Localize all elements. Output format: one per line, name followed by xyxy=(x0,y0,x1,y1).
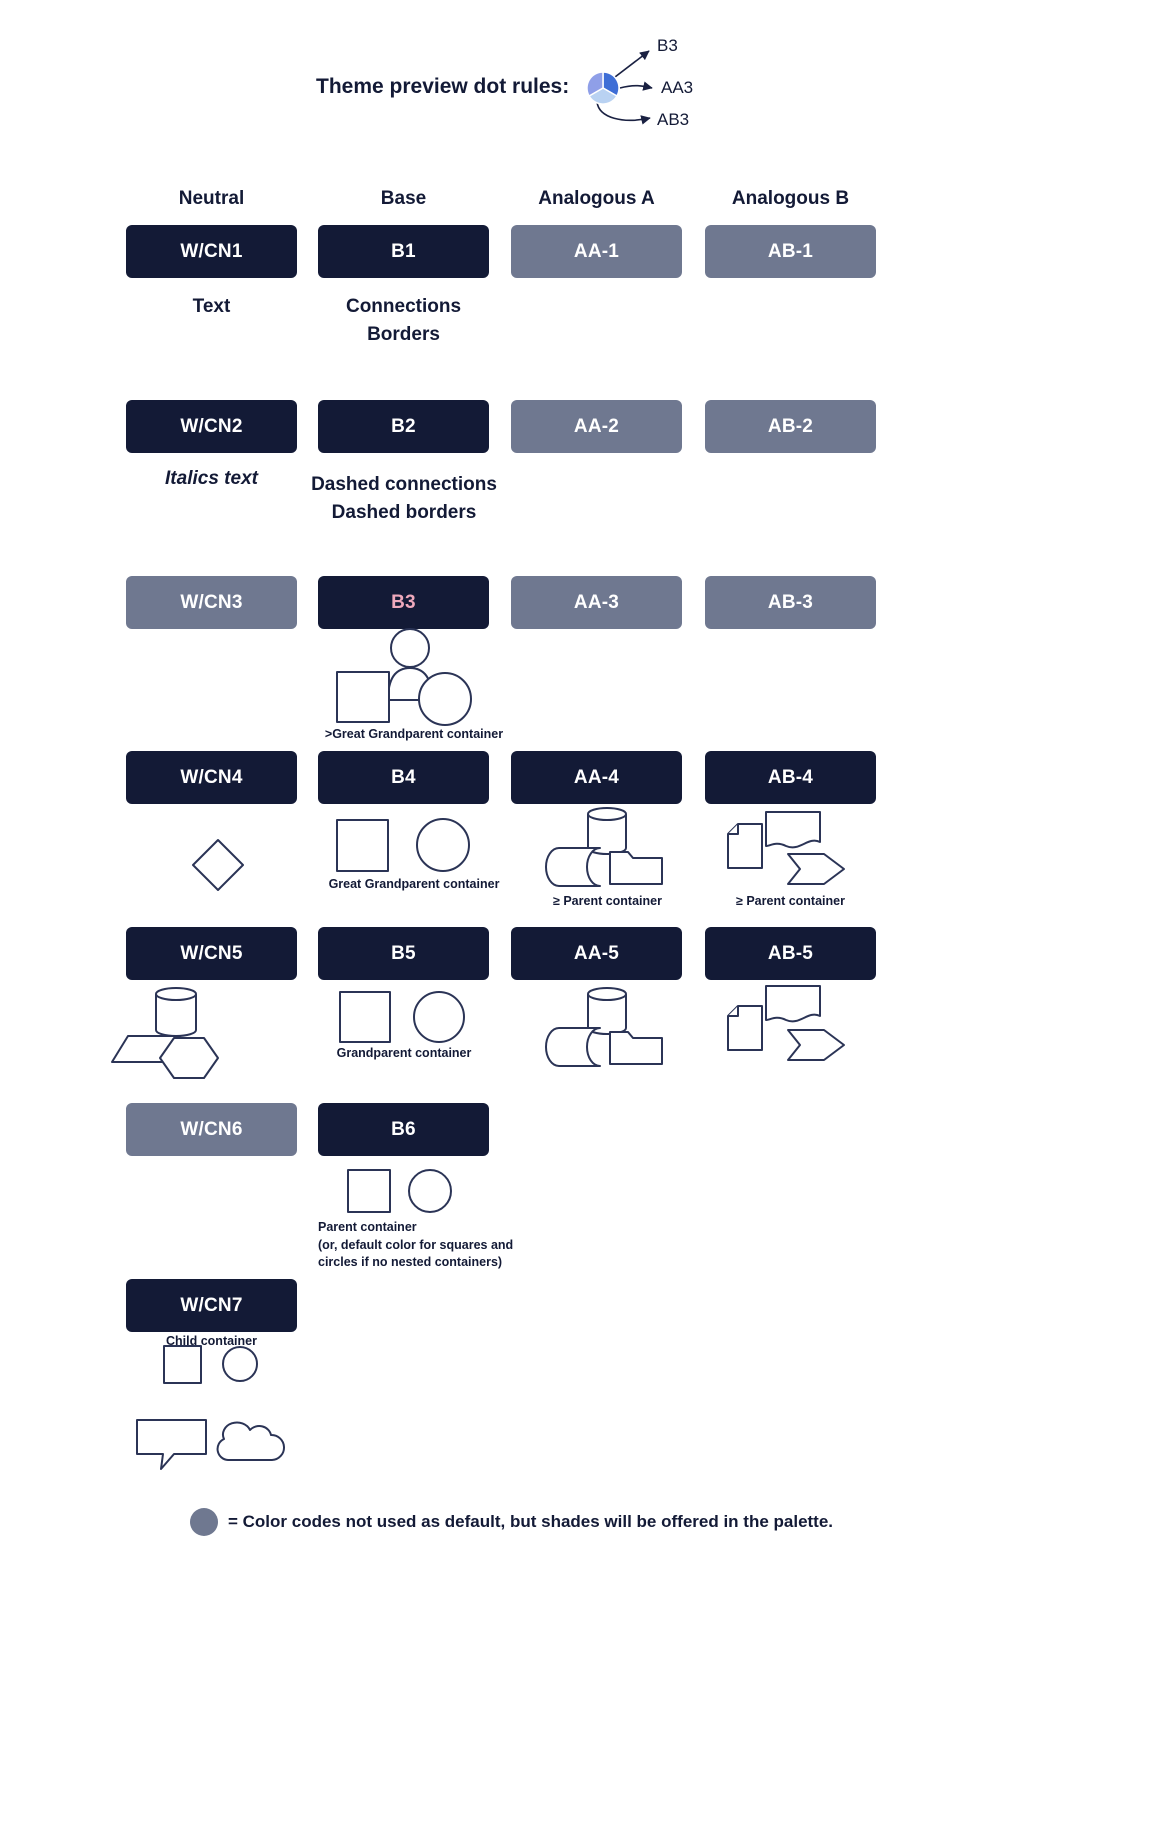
swatch-b6[interactable]: B6 xyxy=(318,1103,489,1156)
caption-connections: Connections xyxy=(345,296,462,317)
swatch-b1[interactable]: B1 xyxy=(318,225,489,278)
swatch-aa3[interactable]: AA-3 xyxy=(511,576,682,629)
caption-parent-line2: (or, default color for squares and xyxy=(318,1238,514,1252)
swatch-wcn2[interactable]: W/CN2 xyxy=(126,400,297,453)
dot-rule-label-aa3: AA3 xyxy=(661,78,694,97)
legend-dot-icon xyxy=(190,1508,218,1536)
theme-dot-icon xyxy=(586,71,620,105)
wcn7-shape-cluster-2 xyxy=(136,1419,285,1470)
circle-shape xyxy=(416,818,470,872)
arrow-to-aa3 xyxy=(619,81,653,91)
legend-text: = Color codes not used as default, but s… xyxy=(228,1512,834,1531)
document-shape xyxy=(765,985,821,1023)
swatch-ab4[interactable]: AB-4 xyxy=(705,751,876,804)
swatch-wcn3[interactable]: W/CN3 xyxy=(126,576,297,629)
cylinder-top xyxy=(155,987,197,1001)
chevron-arrow-shape xyxy=(787,853,845,885)
folder-shape xyxy=(609,851,663,885)
swatch-ab2[interactable]: AB-2 xyxy=(705,400,876,453)
b4-shape-cluster xyxy=(336,818,470,872)
swatch-ab5[interactable]: AB-5 xyxy=(705,927,876,980)
diamond-shape xyxy=(192,839,244,891)
caption-dashed-borders: Dashed borders xyxy=(331,502,477,523)
swatch-aa5[interactable]: AA-5 xyxy=(511,927,682,980)
swatch-aa1[interactable]: AA-1 xyxy=(511,225,682,278)
swatch-b2[interactable]: B2 xyxy=(318,400,489,453)
b6-shape-cluster xyxy=(347,1169,452,1213)
circle-shape xyxy=(222,1346,258,1382)
swatch-wcn5[interactable]: W/CN5 xyxy=(126,927,297,980)
column-header-neutral: Neutral xyxy=(178,188,245,209)
swatch-aa2[interactable]: AA-2 xyxy=(511,400,682,453)
caption-parent-line3: circles if no nested containers) xyxy=(318,1255,503,1269)
folder-shape xyxy=(609,1031,663,1065)
ab5-shape-cluster xyxy=(727,985,845,1061)
wcn7-shape-cluster-1 xyxy=(163,1345,258,1384)
person-head-icon xyxy=(390,628,430,668)
ab4-shape-cluster xyxy=(727,811,845,885)
caption-italics-text: Italics text xyxy=(165,468,258,489)
wcn4-shape-cluster xyxy=(192,839,244,891)
stored-data-shape xyxy=(545,847,601,887)
caption-text: Text xyxy=(192,296,231,317)
square-shape xyxy=(347,1169,391,1213)
caption-parent-gte-ab: ≥ Parent container xyxy=(736,894,845,908)
square-shape xyxy=(336,671,390,723)
speech-bubble-shape xyxy=(136,1419,207,1470)
column-header-analogous-b: Analogous B xyxy=(731,188,850,209)
swatch-wcn1[interactable]: W/CN1 xyxy=(126,225,297,278)
page-fold xyxy=(728,824,739,835)
arrow-to-b3 xyxy=(614,50,650,78)
circle-shape xyxy=(413,991,465,1043)
swatch-wcn6[interactable]: W/CN6 xyxy=(126,1103,297,1156)
swatch-wcn4[interactable]: W/CN4 xyxy=(126,751,297,804)
swatch-ab3[interactable]: AB-3 xyxy=(705,576,876,629)
square-shape xyxy=(163,1345,202,1384)
b3-shape-cluster xyxy=(336,628,472,726)
chevron-arrow-shape xyxy=(787,1029,845,1061)
swatch-ab1[interactable]: AB-1 xyxy=(705,225,876,278)
theme-preview-dot-diagram xyxy=(586,50,653,125)
wcn5-shape-cluster xyxy=(111,987,219,1079)
cloud-shape xyxy=(216,1421,285,1461)
caption-grandparent: Grandparent container xyxy=(336,1046,472,1060)
arrow-to-ab3 xyxy=(596,101,651,125)
column-header-analogous-a: Analogous A xyxy=(538,188,655,209)
page-fold xyxy=(728,1006,739,1017)
aa4-shape-cluster xyxy=(545,807,663,887)
dot-rule-label-b3: B3 xyxy=(657,36,678,55)
b5-shape-cluster xyxy=(339,991,465,1043)
circle-shape xyxy=(418,672,472,726)
cylinder-top xyxy=(587,807,627,821)
caption-dashed-connections: Dashed connections xyxy=(311,474,497,495)
swatch-b3[interactable]: B3 xyxy=(318,576,489,629)
square-shape xyxy=(339,991,391,1043)
caption-parent-gte-aa: ≥ Parent container xyxy=(553,894,662,908)
caption-borders: Borders xyxy=(367,324,440,345)
caption-parent-line1: Parent container xyxy=(318,1220,417,1234)
swatch-wcn7[interactable]: W/CN7 xyxy=(126,1279,297,1332)
dot-rule-label-ab3: AB3 xyxy=(657,110,690,129)
swatch-aa4[interactable]: AA-4 xyxy=(511,751,682,804)
diagram-title: Theme preview dot rules: xyxy=(316,75,570,98)
swatch-b4[interactable]: B4 xyxy=(318,751,489,804)
stored-data-shape xyxy=(545,1027,601,1067)
column-header-base: Base xyxy=(380,188,427,209)
caption-great-grandparent-gt: >Great Grandparent container xyxy=(324,727,504,741)
cylinder-top xyxy=(587,987,627,1001)
aa5-shape-cluster xyxy=(545,987,663,1067)
hexagon-shape xyxy=(159,1037,219,1079)
document-shape xyxy=(765,811,821,849)
swatch-b5[interactable]: B5 xyxy=(318,927,489,980)
caption-great-grandparent: Great Grandparent container xyxy=(328,877,500,891)
square-shape xyxy=(336,819,389,872)
circle-shape xyxy=(408,1169,452,1213)
caption-child-container: Child container xyxy=(166,1334,257,1348)
